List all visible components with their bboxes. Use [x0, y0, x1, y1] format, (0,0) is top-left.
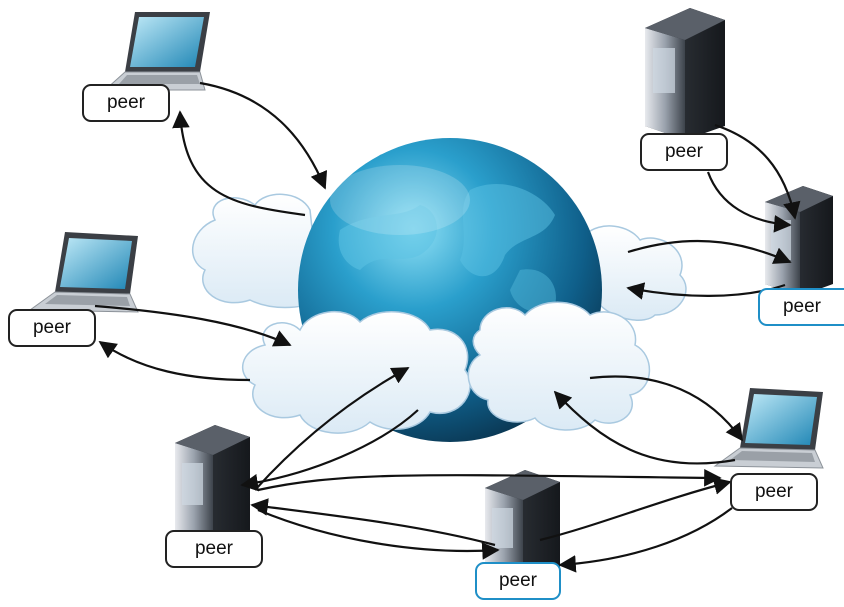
laptop-icon: [28, 232, 139, 313]
peer-label: peer: [165, 530, 263, 568]
server-icon: [485, 470, 560, 582]
connection-arrows: [94, 81, 801, 573]
server-icon: [175, 425, 250, 543]
arrow: [558, 507, 733, 573]
arrow: [627, 239, 792, 264]
peer-label: peer: [730, 473, 818, 511]
peer-label: peer: [758, 288, 844, 326]
arrow: [539, 477, 732, 542]
arrow: [553, 390, 736, 465]
arrow: [589, 375, 744, 442]
arrow: [172, 110, 306, 217]
laptop-icon: [713, 388, 824, 469]
arrow: [257, 469, 722, 492]
peer-label: peer: [640, 133, 728, 171]
peer-label: peer: [475, 562, 561, 600]
server-icon: [645, 8, 725, 140]
arrow: [98, 340, 251, 382]
arrow: [250, 498, 496, 547]
arrow: [714, 123, 801, 220]
arrow: [199, 81, 328, 190]
peer-label: peer: [8, 309, 96, 347]
peer-label: peer: [82, 84, 170, 122]
cloud-icon: [191, 193, 687, 321]
arrow: [254, 367, 410, 491]
arrow: [706, 171, 792, 233]
cloud-icon: [241, 301, 651, 434]
arrow: [94, 304, 292, 347]
arrow: [240, 409, 419, 492]
server-icon: [765, 186, 833, 296]
laptop-icon: [103, 12, 210, 91]
arrow: [257, 508, 500, 560]
